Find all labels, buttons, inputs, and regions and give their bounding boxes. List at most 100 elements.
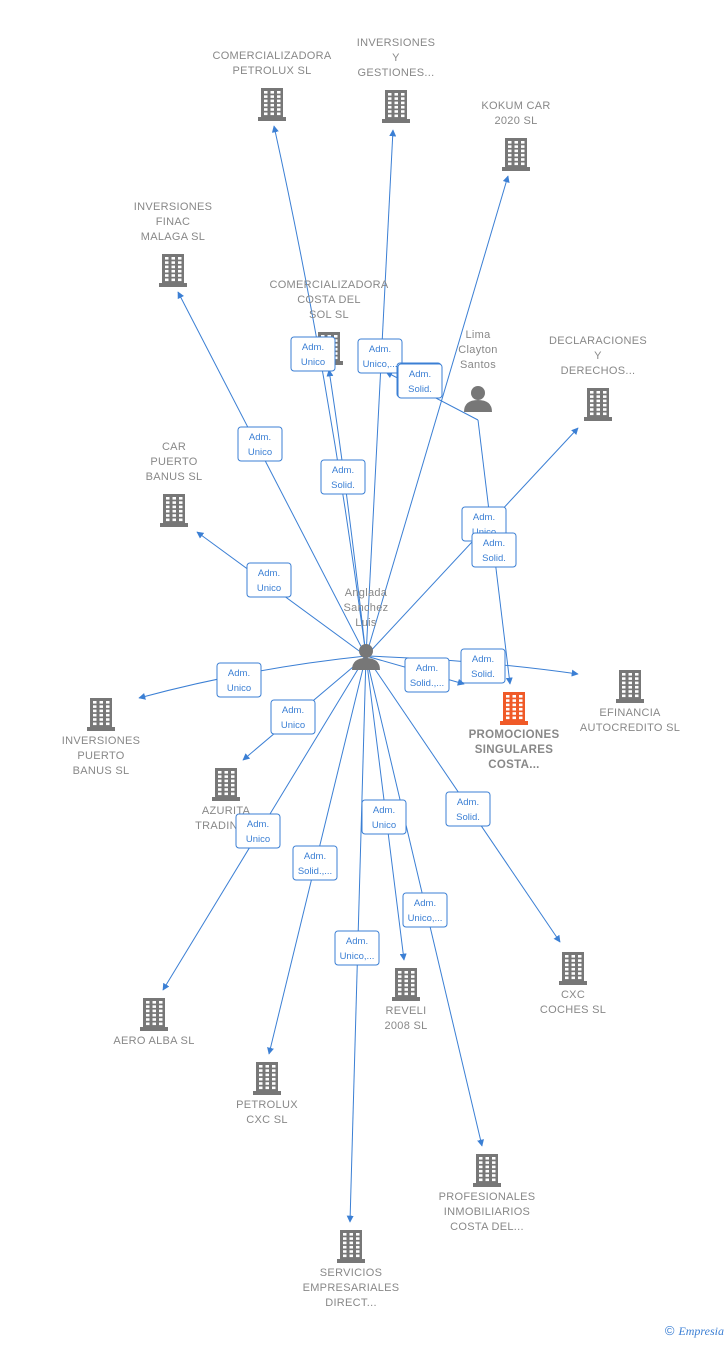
edge-label-line: Solid.,... xyxy=(410,678,444,689)
edge-label-anglada-inversiones_finac[interactable]: Adm.Unico xyxy=(237,426,283,462)
edge-label-line: Adm. xyxy=(457,797,479,808)
node-label-line: Y xyxy=(594,350,602,362)
edge-label-line: Adm. xyxy=(332,465,354,476)
edge-label-line: Adm. xyxy=(473,512,495,523)
edge-label-line: Unico,... xyxy=(340,951,375,962)
node-label-line: AERO ALBA SL xyxy=(113,1035,194,1047)
edge-labels-layer: Adm.UnicoAdm.Unico,...Adm.Solid.Adm.Unic… xyxy=(216,336,517,966)
brand-logo[interactable]: Empresia xyxy=(678,1324,724,1338)
edge-label-line: Solid.,... xyxy=(298,866,332,877)
edge-label-line: Unico xyxy=(246,834,270,845)
edge-label-lima-comercial_costa[interactable]: Adm.Solid. xyxy=(397,363,443,399)
node-label-line: DIRECT... xyxy=(325,1297,377,1309)
edge-label-line: Adm. xyxy=(247,819,269,830)
node-label-line: PETROLUX SL xyxy=(232,65,311,77)
edge-label-line: Unico xyxy=(227,683,251,694)
node-cxc_coches[interactable]: CXC COCHES SL xyxy=(540,952,606,1016)
edge-label-anglada-promociones[interactable]: Adm. Solid.,... xyxy=(404,657,450,693)
edge-anglada-comercial_petrolux xyxy=(271,125,367,657)
node-label-line: PUERTO xyxy=(150,456,197,468)
node-label-line: CXC xyxy=(561,989,585,1001)
edge-label-line: Unico xyxy=(257,583,281,594)
edge-label-anglada-comercial_costa[interactable]: Adm. Solid. xyxy=(320,459,366,495)
edge-label-line: Adm. xyxy=(282,705,304,716)
node-kokum[interactable]: KOKUM CAR 2020 SL xyxy=(481,100,550,171)
node-label-line: COSTA... xyxy=(488,759,539,771)
node-label-line: SINGULARES xyxy=(475,744,553,756)
building-icon xyxy=(584,388,612,421)
node-label-line: FINAC xyxy=(156,216,191,228)
edge-label-line: Adm. xyxy=(302,342,324,353)
node-label-line: BANUS SL xyxy=(146,471,203,483)
building-icon xyxy=(616,670,644,703)
edge-label-line: Adm. xyxy=(414,898,436,909)
building-icon xyxy=(473,1154,501,1187)
node-label-line: INMOBILIARIOS xyxy=(444,1206,530,1218)
node-profesionales[interactable]: PROFESIONALES INMOBILIARIOS COSTA DEL... xyxy=(439,1154,536,1233)
node-label-line: INVERSIONES xyxy=(134,201,213,213)
node-label-line: 2020 SL xyxy=(494,115,537,127)
footer: ©Empresia xyxy=(665,1323,724,1339)
edge-label-line: Unico,... xyxy=(408,913,443,924)
node-inversiones_gestiones[interactable]: INVERSIONESYGESTIONES... xyxy=(357,37,436,123)
node-label-line: COSTA DEL... xyxy=(450,1221,524,1233)
edge-label-anglada-car_puerto[interactable]: Adm. Unico xyxy=(246,562,292,598)
edge-label-anglada-servicios[interactable]: Adm. Unico,... xyxy=(334,930,380,966)
edge-label-anglada-petrolux_cxc[interactable]: Adm.Solid.,... xyxy=(292,845,338,881)
edge-label-line: Adm. xyxy=(369,344,391,355)
node-label-line: REVELI xyxy=(386,1005,427,1017)
building-icon xyxy=(500,692,528,725)
edge-label-anglada-aero_alba[interactable]: Adm. Unico xyxy=(235,813,281,849)
edge-anglada-inversiones_gestiones xyxy=(365,129,397,657)
node-label-line: INVERSIONES xyxy=(62,735,141,747)
person-icon xyxy=(352,644,380,670)
building-icon xyxy=(212,768,240,801)
edge-label-line: Adm. xyxy=(258,568,280,579)
edge-label-anglada-profesionales[interactable]: Adm. Unico,... xyxy=(402,892,448,928)
node-label-line: Sanchez xyxy=(344,602,389,614)
edge-label-line: Unico,... xyxy=(363,359,398,370)
node-label-line: SERVICIOS xyxy=(320,1267,382,1279)
building-icon xyxy=(392,968,420,1001)
node-aero_alba[interactable]: AERO ALBA SL xyxy=(113,998,194,1047)
node-label-line: COCHES SL xyxy=(540,1004,606,1016)
node-label-line: Y xyxy=(392,52,400,64)
edge-label-anglada-inversiones_puerto[interactable]: Adm. Unico xyxy=(216,662,262,698)
edge-label-anglada-comercial_petrolux[interactable]: Adm.Unico xyxy=(290,336,336,372)
edge-anglada-inversiones_finac xyxy=(177,291,367,657)
edge-label-line: Solid. xyxy=(331,480,355,491)
edge-label-line: Adm. xyxy=(409,369,431,380)
node-label-line: DERECHOS... xyxy=(561,365,636,377)
node-label-line: GESTIONES... xyxy=(358,67,435,79)
edge-label-lima-promociones[interactable]: Adm.Solid. xyxy=(471,532,517,568)
building-icon xyxy=(559,952,587,985)
edge-label-anglada-azurita[interactable]: Adm.Unico xyxy=(270,699,316,735)
node-label-line: PROFESIONALES xyxy=(439,1191,536,1203)
node-label-line: PUERTO xyxy=(77,750,124,762)
building-icon xyxy=(160,494,188,527)
node-label-line: PETROLUX xyxy=(236,1099,298,1111)
edge-label-line: Adm. xyxy=(228,668,250,679)
edge-label-anglada-inversiones_gestiones[interactable]: Adm. Unico,... xyxy=(357,338,403,374)
node-label-line: KOKUM CAR xyxy=(481,100,550,112)
edge-label-anglada-cxc_coches[interactable]: Adm.Solid. xyxy=(445,791,491,827)
node-promociones[interactable]: PROMOCIONESSINGULARESCOSTA... xyxy=(469,692,560,771)
building-icon xyxy=(159,254,187,287)
edge-label-line: Unico xyxy=(248,447,272,458)
edge-label-anglada-efinancia[interactable]: Adm.Solid. xyxy=(460,648,506,684)
node-servicios[interactable]: SERVICIOSEMPRESARIALESDIRECT... xyxy=(303,1230,400,1309)
edge-label-anglada-reveli[interactable]: Adm.Unico xyxy=(361,799,407,835)
building-icon xyxy=(140,998,168,1031)
node-declaraciones[interactable]: DECLARACIONESYDERECHOS... xyxy=(549,335,647,421)
edge-label-line: Adm. xyxy=(346,936,368,947)
edge-label-line: Adm. xyxy=(416,663,438,674)
